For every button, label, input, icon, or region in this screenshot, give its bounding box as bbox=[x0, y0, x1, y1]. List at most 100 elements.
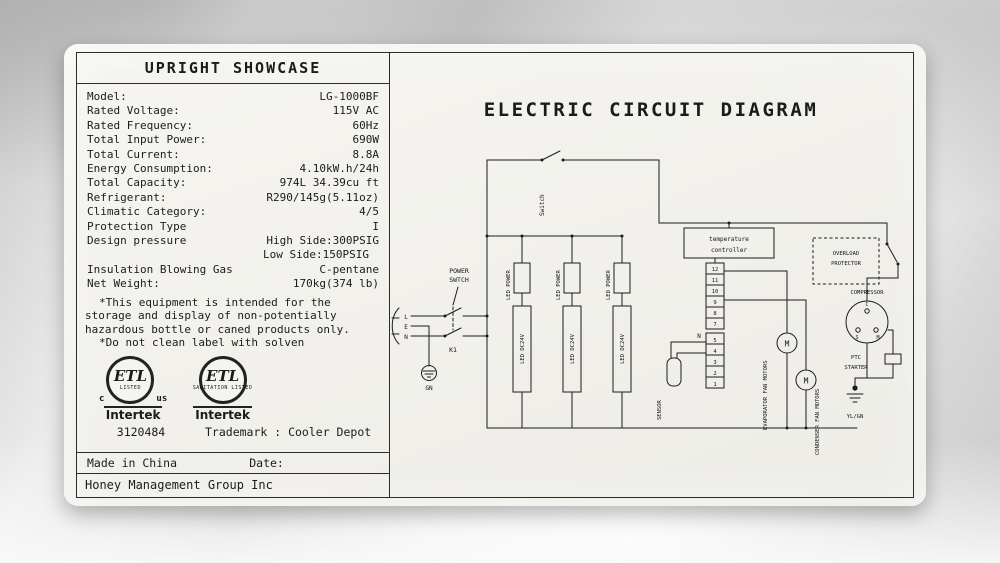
sensor-probe bbox=[666, 341, 707, 387]
spec-value: 115V AC bbox=[332, 104, 379, 118]
spec-name: Design pressure bbox=[87, 234, 187, 248]
spec-name: Energy Consumption: bbox=[87, 162, 213, 176]
spec-name: Refrigerant: bbox=[87, 190, 167, 204]
spec-row-frequency: Rated Frequency: 60Hz bbox=[87, 119, 379, 133]
terminal-number: 5 bbox=[713, 338, 716, 344]
etl-us-label: us bbox=[156, 393, 168, 404]
ptc-label-1: PTC bbox=[851, 355, 861, 361]
etl-logo-text: ETL bbox=[206, 366, 240, 385]
label-footer: Made in China Date: Honey Management Gro… bbox=[77, 452, 389, 497]
power-switch-contacts bbox=[443, 286, 488, 338]
certification-number: 3120484 bbox=[116, 424, 166, 439]
intertek-wordmark: Intertek bbox=[103, 405, 163, 422]
compressor-circuit bbox=[845, 222, 902, 403]
company-name: Honey Management Group Inc bbox=[85, 478, 273, 492]
spec-value: I bbox=[372, 219, 379, 233]
terminal-number: 8 bbox=[713, 311, 716, 317]
neutral-label: N bbox=[697, 333, 701, 340]
spec-value: 60Hz bbox=[352, 118, 380, 132]
product-rating-label: UPRIGHT SHOWCASE Model: LG-1000BF Rated V… bbox=[64, 44, 926, 506]
spec-row-climatic: Climatic Category: 4/5 bbox=[87, 205, 379, 219]
terminal-number: 12 bbox=[712, 267, 719, 273]
power-switch-label-2: SWTCH bbox=[449, 276, 469, 284]
trademark-text: Trademark : Cooler Depot bbox=[205, 424, 372, 439]
spec-name: Rated Voltage: bbox=[87, 104, 180, 118]
spec-row-current: Total Current: 8.8A bbox=[87, 148, 379, 162]
note-line: hazardous bottle or caned products only. bbox=[85, 322, 350, 336]
spec-value: 4/5 bbox=[359, 205, 379, 219]
spec-name: Total Input Power: bbox=[87, 133, 207, 147]
spec-row-net-weight: Net Weight:170kg(374 lb) bbox=[87, 277, 379, 291]
spec-value: R290/145g(5.11oz) bbox=[266, 190, 379, 204]
condenser-fan-label: CONDENSER FAN MOTORS bbox=[815, 389, 821, 455]
door-switch-label: Switch bbox=[539, 194, 546, 216]
etl-logo-icon: ETL LISTED bbox=[106, 355, 155, 404]
line-e-label: E bbox=[404, 324, 408, 331]
overload-protector bbox=[812, 237, 880, 285]
intertek-wordmark: Intertek bbox=[193, 405, 252, 422]
spec-value: 4.10kW.h/24h bbox=[299, 162, 379, 176]
spec-name: Rated Frequency: bbox=[87, 118, 193, 132]
spec-value: Low Side:150PSIG bbox=[263, 248, 369, 262]
controller-label-1: temperature bbox=[709, 236, 749, 243]
evaporator-fan-motor bbox=[723, 270, 798, 430]
spec-row-capacity: Total Capacity: 974L 34.39cu ft bbox=[87, 176, 379, 190]
registration-row: 3120484 Trademark : Cooler Depot bbox=[77, 422, 389, 441]
line-n-label: N bbox=[404, 334, 408, 341]
led-driver-label: LED DC24V bbox=[620, 333, 626, 363]
mains-plug-icon bbox=[391, 307, 446, 345]
diagram-title: ELECTRIC CIRCUIT DIAGRAM bbox=[483, 99, 819, 121]
temperature-controller bbox=[683, 221, 775, 389]
power-switch-label-1: POWER bbox=[449, 267, 469, 275]
spec-value: 690W bbox=[352, 133, 380, 147]
comp-terminal-s: S bbox=[855, 335, 858, 341]
overload-label-1: OVERLOAD bbox=[833, 251, 860, 257]
spec-panel: UPRIGHT SHOWCASE Model: LG-1000BF Rated V… bbox=[77, 53, 390, 497]
spec-row-blowing-gas: Insulation Blowing Gas C-pentane bbox=[87, 263, 379, 277]
led-driver-label: LED DC24V bbox=[570, 333, 576, 363]
etl-listed-mark: c ETL LISTED us Intertek bbox=[99, 355, 168, 422]
usage-notes: *This equipment is intended for the stor… bbox=[77, 294, 389, 350]
circuit-panel: ELECTRIC CIRCUIT DIAGRAM L E N bbox=[389, 53, 913, 497]
spec-name: Model: bbox=[87, 90, 127, 103]
spec-value: C-pentane bbox=[319, 262, 379, 276]
terminal-number: 11 bbox=[712, 278, 719, 284]
circuit-main-wires bbox=[485, 150, 888, 429]
spec-name: Total Current: bbox=[87, 147, 180, 161]
terminal-number: 9 bbox=[713, 300, 716, 306]
label-title: UPRIGHT SHOWCASE bbox=[77, 53, 389, 84]
spec-name: Total Capacity: bbox=[87, 176, 187, 190]
spec-name: Insulation Blowing Gas bbox=[87, 262, 233, 276]
note-line: storage and display of non-potentially bbox=[85, 309, 337, 323]
etl-logo-text: ETL bbox=[113, 366, 147, 385]
spec-value: LG-1000BF bbox=[319, 90, 379, 103]
motor-letter: M bbox=[785, 340, 790, 349]
sensor-label: SENSOR bbox=[657, 399, 663, 420]
spec-row-low-side: Low Side:150PSIG bbox=[87, 248, 379, 262]
ground-label: GN bbox=[425, 385, 433, 392]
led-power-label: LED POWER bbox=[556, 270, 562, 300]
certification-marks: c ETL LISTED us Intertek ETL SANITATION … bbox=[77, 350, 389, 422]
terminal-number: 4 bbox=[713, 349, 717, 355]
spec-value: 974L 34.39cu ft bbox=[279, 176, 379, 190]
compressor-label: COMPRESSOR bbox=[850, 290, 884, 296]
earth-ground-icon bbox=[421, 325, 437, 381]
terminal-number: 7 bbox=[713, 322, 716, 328]
motor-letter: M bbox=[804, 377, 809, 386]
spec-value: 8.8A bbox=[352, 147, 380, 161]
comp-ground-label: YL/GN bbox=[847, 414, 864, 420]
led-branch bbox=[512, 234, 532, 429]
spec-row-refrigerant: Refrigerant: R290/145g(5.11oz) bbox=[87, 191, 379, 205]
spec-row-voltage: Rated Voltage: 115V AC bbox=[87, 104, 379, 118]
note-line: *Do not clean label with solven bbox=[99, 336, 305, 350]
etl-arc-text: LISTED bbox=[119, 384, 141, 391]
controller-label-2: controller bbox=[711, 247, 748, 254]
terminal-number: 2 bbox=[713, 371, 716, 377]
spec-row-input-power: Total Input Power: 690W bbox=[87, 133, 379, 147]
made-in-text: Made in China bbox=[87, 456, 178, 470]
date-label: Date: bbox=[249, 456, 284, 470]
spec-list: Model: LG-1000BF Rated Voltage: 115V AC Ra… bbox=[77, 84, 389, 294]
etl-logo-icon: ETL SANITATION LISTED bbox=[193, 355, 252, 404]
spec-name: Climatic Category: bbox=[87, 205, 207, 219]
